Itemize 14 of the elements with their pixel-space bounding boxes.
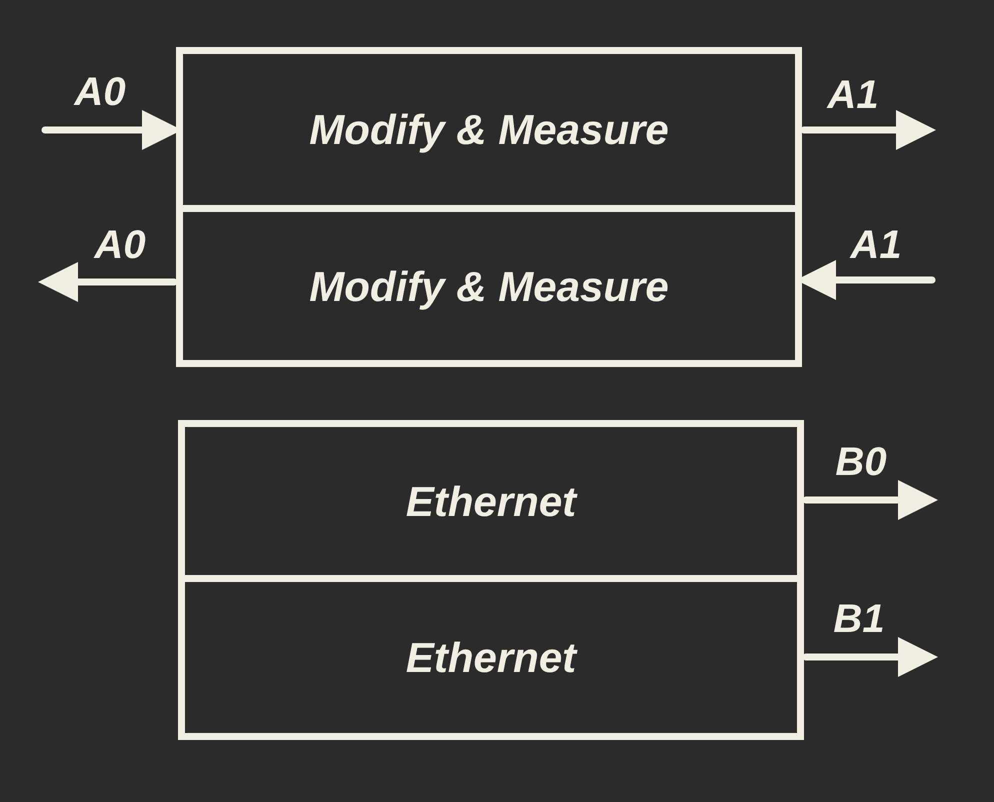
edge-label: A1 xyxy=(850,225,902,265)
box-label: Modify & Measure xyxy=(309,105,669,155)
edge-label: A1 xyxy=(827,75,879,115)
arrow xyxy=(38,262,178,302)
arrow xyxy=(802,480,938,520)
arrow xyxy=(800,110,936,150)
edge-label: B0 xyxy=(835,442,887,482)
arrow xyxy=(802,637,938,677)
edge-label: B1 xyxy=(833,599,885,639)
box-label: Ethernet xyxy=(406,476,576,526)
box-label: Ethernet xyxy=(406,633,576,683)
edge-label: A0 xyxy=(94,225,146,265)
box-label: Modify & Measure xyxy=(309,262,669,312)
edge-label: A0 xyxy=(74,72,126,112)
